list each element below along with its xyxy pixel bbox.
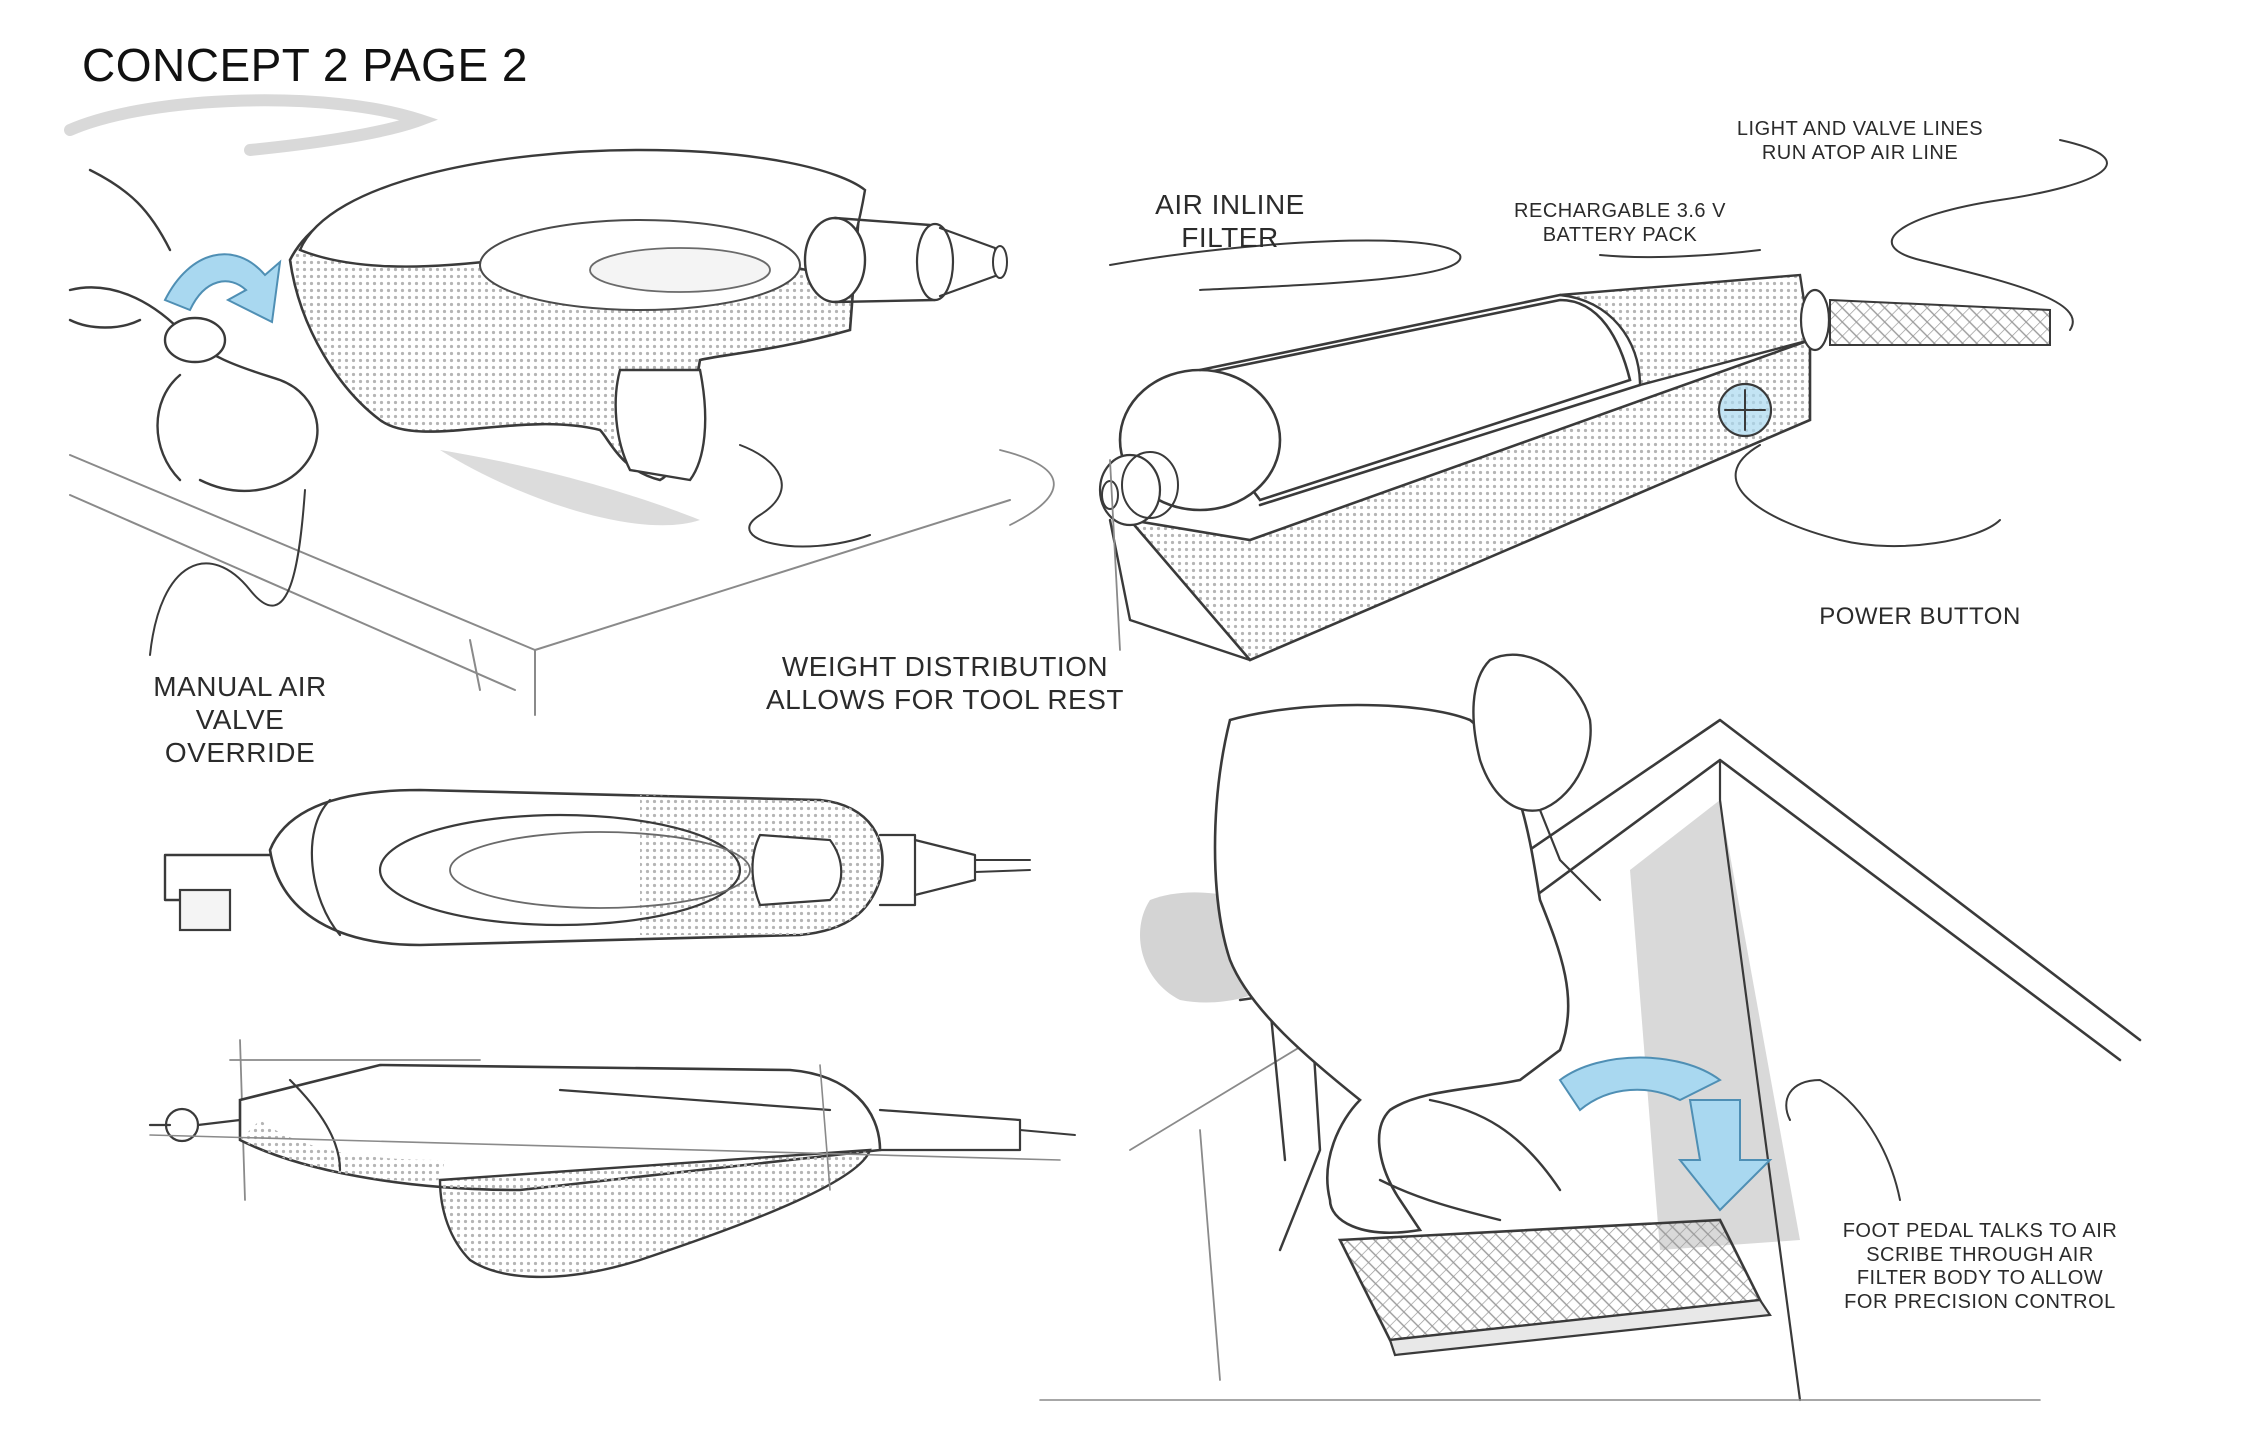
label-battery-line-2: BATTERY PACK xyxy=(1542,223,1698,246)
top-view-sketch xyxy=(163,788,1031,947)
label-manual-air-line-2: VALVE OVERRIDE xyxy=(164,704,316,769)
label-weight-line-1: WEIGHT DISTRIBUTION xyxy=(781,651,1109,682)
label-weight-distribution: WEIGHT DISTRIBUTION ALLOWS FOR TOOL REST xyxy=(760,650,1130,716)
label-light-valve-lines: LIGHT AND VALVE LINES RUN ATOP AIR LINE xyxy=(1720,118,2000,165)
title-swoosh xyxy=(64,94,439,156)
label-light-valve-line-2: RUN ATOP AIR LINE xyxy=(1761,141,1959,164)
label-foot-pedal: FOOT PEDAL TALKS TO AIR SCRIBE THROUGH A… xyxy=(1830,1220,2130,1314)
label-air-inline-filter: AIR INLINE FILTER xyxy=(1155,189,1305,254)
label-manual-air-line-1: MANUAL AIR xyxy=(153,671,327,702)
user-foot-pedal-sketch xyxy=(1039,653,2142,1402)
label-power-button: POWER BUTTON xyxy=(1819,603,2021,630)
tool-rest-perspective-sketch xyxy=(68,148,1055,716)
label-battery-line-1: RECHARGABLE 3.6 V xyxy=(1514,200,1726,222)
label-foot-line-3: FILTER BODY TO ALLOW xyxy=(1856,1267,2104,1290)
page-title: CONCEPT 2 PAGE 2 xyxy=(82,39,528,91)
label-light-valve-line-1: LIGHT AND VALVE LINES xyxy=(1736,118,1984,140)
label-manual-air-valve: MANUAL AIR VALVE OVERRIDE xyxy=(120,670,360,769)
label-foot-line-1: FOOT PEDAL TALKS TO AIR xyxy=(1842,1220,2118,1242)
side-view-sketch xyxy=(148,1039,1076,1279)
label-battery-pack: RECHARGABLE 3.6 V BATTERY PACK xyxy=(1500,200,1740,247)
label-foot-line-4: FOR PRECISION CONTROL xyxy=(1844,1290,2116,1313)
inline-filter-sketch xyxy=(1098,139,2108,662)
label-foot-line-2: SCRIBE THROUGH AIR xyxy=(1866,1243,2094,1266)
label-weight-line-2: ALLOWS FOR TOOL REST xyxy=(765,684,1124,716)
